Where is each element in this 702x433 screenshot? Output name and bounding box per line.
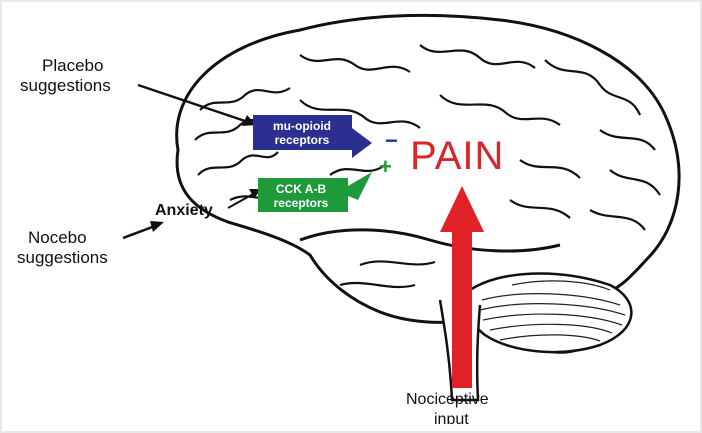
pain-label: PAIN [410, 136, 504, 176]
nocebo-label-line2: suggestions [17, 248, 108, 268]
mu-opioid-line1: mu-opioid [258, 119, 346, 133]
nocebo-label: Nocebo suggestions [22, 228, 108, 268]
nociceptive-label: Nociceptive input [406, 390, 489, 424]
nocebo-arrow [123, 226, 155, 238]
cck-line2: receptors [260, 196, 342, 210]
mu-opioid-box-label: mu-opioid receptors [258, 119, 346, 147]
cck-line1: CCK A-B [260, 182, 342, 196]
placebo-label-line1: Placebo [36, 56, 111, 76]
plus-sign: + [379, 156, 392, 178]
placebo-label: Placebo suggestions [36, 56, 111, 96]
nocebo-arrowhead [150, 221, 164, 232]
cerebellum [466, 274, 631, 353]
cck-box-label: CCK A-B receptors [260, 182, 342, 210]
placebo-label-line2: suggestions [20, 76, 111, 96]
nocebo-label-line1: Nocebo [22, 228, 108, 248]
mu-opioid-line2: receptors [258, 133, 346, 147]
nociceptive-line2: input [406, 410, 489, 424]
minus-sign: − [385, 130, 398, 152]
anxiety-label: Anxiety [155, 201, 213, 221]
nociceptive-line1: Nociceptive [406, 390, 489, 410]
